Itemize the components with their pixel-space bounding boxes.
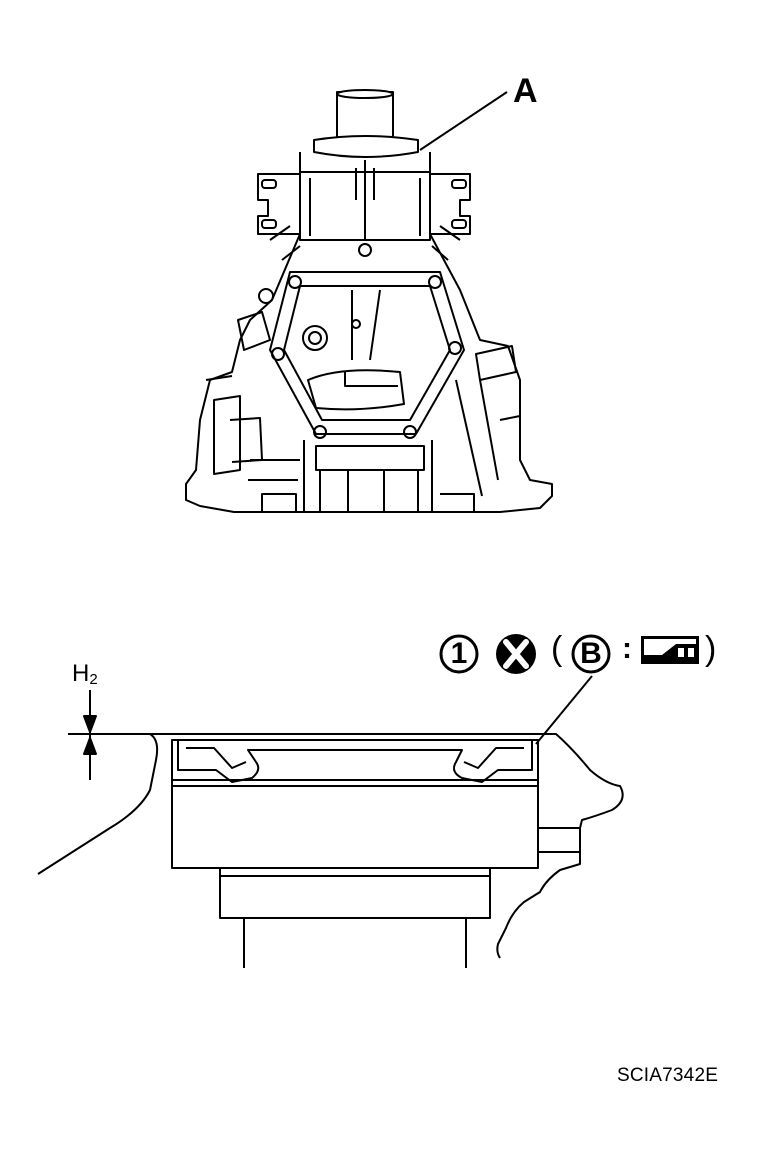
seal-section [37,675,624,968]
item-1-circle [439,634,479,674]
transaxle-housing [185,89,553,513]
colon: : [622,632,632,665]
item-number-1: 1 [450,637,468,670]
label-a: A [513,72,538,110]
part-b-circle [571,634,611,674]
figure-code: SCIA7342E [617,1065,719,1086]
label-h2-sub: 2 [89,671,98,688]
leader-line-a [419,91,508,151]
do-not-reuse-icon [496,634,536,674]
sealant-application-icon [641,636,699,664]
paren-close: ) [705,630,717,668]
label-h2-main: H [72,660,90,687]
label-h2: H2 [72,660,98,688]
paren-open: ( [551,630,563,668]
label-b: B [580,637,602,670]
